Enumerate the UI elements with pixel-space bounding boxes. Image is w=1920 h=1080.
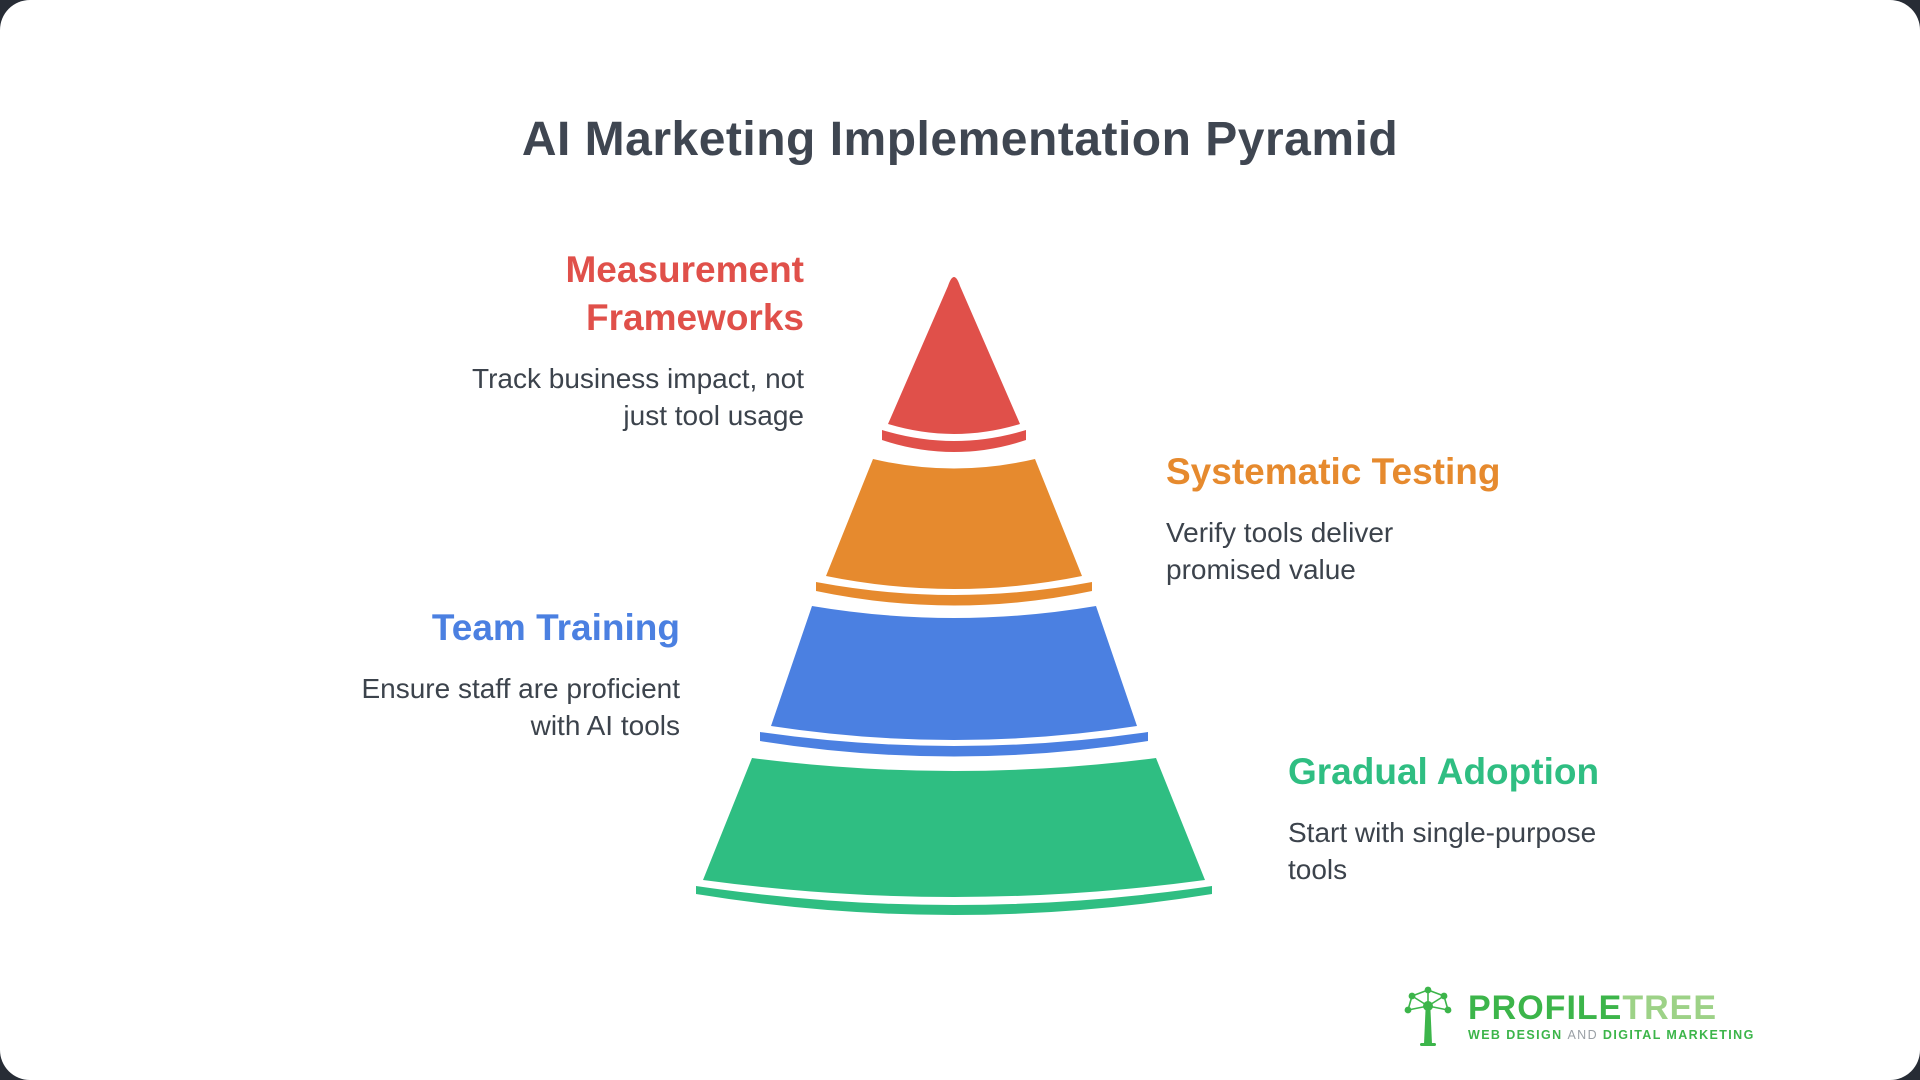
level-desc-gradual: Start with single-purpose tools bbox=[1288, 814, 1748, 888]
heading-line: Frameworks bbox=[586, 297, 804, 338]
desc-line: with AI tools bbox=[530, 710, 680, 741]
page-title: AI Marketing Implementation Pyramid bbox=[521, 113, 1399, 166]
heading-line: Measurement bbox=[565, 249, 804, 290]
desc-line: Track business impact, not bbox=[472, 363, 804, 394]
desc-line: Ensure staff are proficient bbox=[361, 673, 680, 704]
pyramid-segment-team bbox=[771, 606, 1137, 740]
logo-brand-profile: PROFILE bbox=[1468, 989, 1623, 1027]
pyramid-segment-measurement bbox=[888, 277, 1020, 434]
level-desc-measurement: Track business impact, not just tool usa… bbox=[344, 360, 804, 434]
label-block-measurement: Measurement Frameworks Track business im… bbox=[344, 246, 804, 434]
tree-icon bbox=[1404, 986, 1452, 1046]
logo-brand: PROFILETREE bbox=[1468, 990, 1755, 1026]
desc-line: promised value bbox=[1166, 554, 1356, 585]
level-desc-systematic: Verify tools deliver promised value bbox=[1166, 514, 1626, 588]
pyramid-segment-systematic bbox=[826, 459, 1082, 589]
level-heading-systematic: Systematic Testing bbox=[1166, 448, 1626, 496]
tagline-web-design: WEB DESIGN bbox=[1468, 1028, 1568, 1042]
pyramid-segment-gradual-lip bbox=[696, 886, 1212, 915]
pyramid-segment-measurement-lip bbox=[882, 430, 1026, 452]
heading-line: Gradual Adoption bbox=[1288, 751, 1600, 792]
level-heading-gradual: Gradual Adoption bbox=[1288, 748, 1748, 796]
logo-tagline: WEB DESIGN AND DIGITAL MARKETING bbox=[1468, 1026, 1755, 1044]
level-heading-measurement: Measurement Frameworks bbox=[344, 246, 804, 342]
heading-line: Systematic Testing bbox=[1166, 451, 1501, 492]
desc-line: just tool usage bbox=[623, 400, 804, 431]
label-block-systematic: Systematic Testing Verify tools deliver … bbox=[1166, 448, 1626, 588]
pyramid-segment-team-lip bbox=[760, 732, 1148, 757]
profiletree-logo: PROFILETREE WEB DESIGN AND DIGITAL MARKE… bbox=[1400, 986, 1755, 1048]
desc-line: Verify tools deliver bbox=[1166, 517, 1394, 548]
heading-line: Team Training bbox=[431, 607, 680, 648]
level-heading-team: Team Training bbox=[180, 604, 680, 652]
pyramid-segment-gradual bbox=[703, 758, 1205, 897]
logo-text: PROFILETREE WEB DESIGN AND DIGITAL MARKE… bbox=[1468, 990, 1755, 1044]
desc-line: tools bbox=[1288, 854, 1348, 885]
level-desc-team: Ensure staff are proficient with AI tool… bbox=[180, 670, 680, 744]
tagline-digital-marketing: DIGITAL MARKETING bbox=[1598, 1028, 1755, 1042]
desc-line: Start with single-purpose bbox=[1288, 817, 1597, 848]
logo-brand-tree: TREE bbox=[1622, 989, 1718, 1027]
pyramid-segment-systematic-lip bbox=[816, 582, 1092, 606]
tagline-and: AND bbox=[1567, 1028, 1599, 1042]
label-block-gradual: Gradual Adoption Start with single-purpo… bbox=[1288, 748, 1748, 888]
label-block-team: Team Training Ensure staff are proficien… bbox=[180, 604, 680, 744]
